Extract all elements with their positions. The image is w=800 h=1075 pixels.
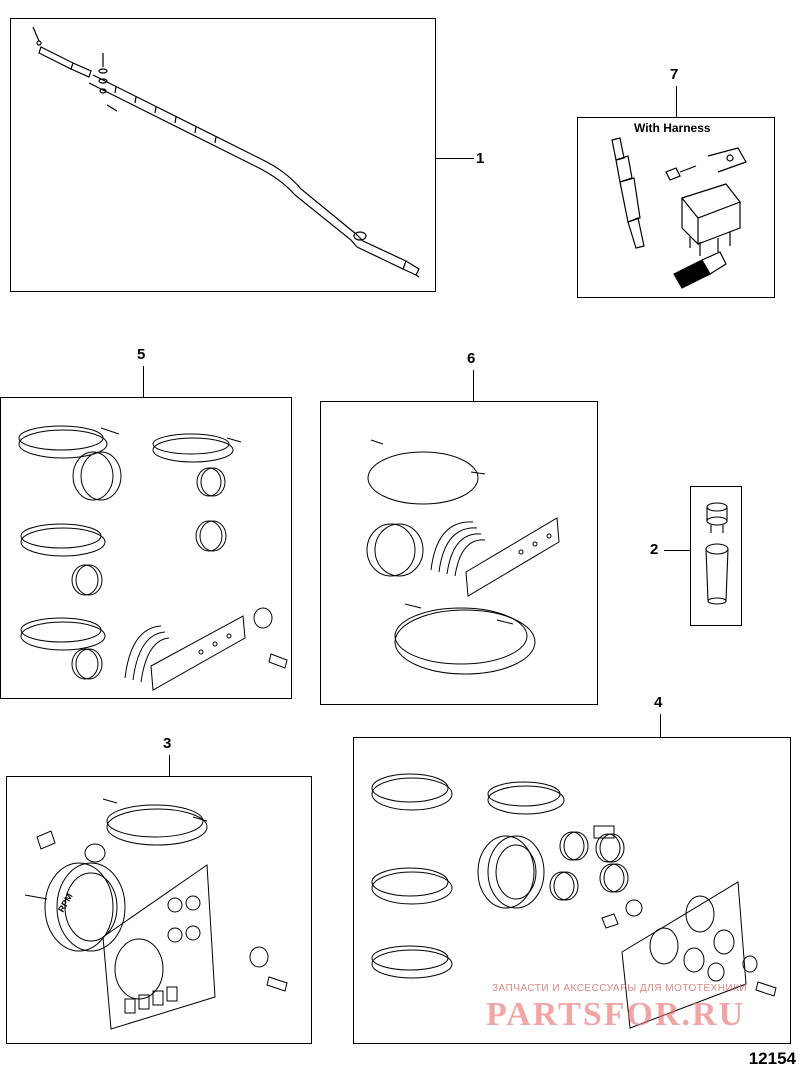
dipstick-tube-drawing <box>32 26 420 278</box>
leader-line-4 <box>660 714 661 738</box>
part-box-4 <box>353 737 791 1044</box>
part-box-5 <box>0 397 292 699</box>
leader-line-3 <box>169 755 170 777</box>
gauge-rpm-text: RPM <box>56 892 75 914</box>
callout-7: 7 <box>670 66 679 83</box>
fitting-drawing <box>705 502 729 605</box>
with-harness-caption: With Harness <box>634 121 711 135</box>
callout-4: 4 <box>654 694 663 711</box>
leader-line-6 <box>473 370 474 402</box>
callout-2: 2 <box>650 541 659 558</box>
callout-3: 3 <box>163 735 172 752</box>
part-box-2 <box>690 486 742 626</box>
part-box-1 <box>10 18 436 292</box>
callout-5: 5 <box>137 346 146 363</box>
harness-parts-drawing <box>611 137 747 289</box>
leader-line-1 <box>436 158 474 159</box>
leader-line-2 <box>664 550 690 551</box>
part-box-7: With Harness <box>577 117 775 298</box>
figure-number: 12154 <box>748 1049 796 1068</box>
callout-6: 6 <box>467 350 476 367</box>
watermark-caption: ЗАПЧАСТИ И АКСЕССУАРЫ ДЛЯ МОТОТЕХНИКИ <box>492 983 748 994</box>
watermark-logo: PARTSFOR.RU <box>486 996 746 1033</box>
leader-line-7 <box>676 86 677 118</box>
gauge-kit-4-drawing <box>371 773 777 1029</box>
gauge-kit-5-drawing <box>18 425 288 691</box>
part-box-3: RPM <box>6 776 312 1044</box>
leader-line-5 <box>143 366 144 398</box>
part-box-6 <box>320 401 598 705</box>
callout-1: 1 <box>476 150 485 167</box>
gauge-kit-6-drawing <box>366 439 560 675</box>
gauge-kit-3-drawing: RPM <box>24 798 288 1030</box>
